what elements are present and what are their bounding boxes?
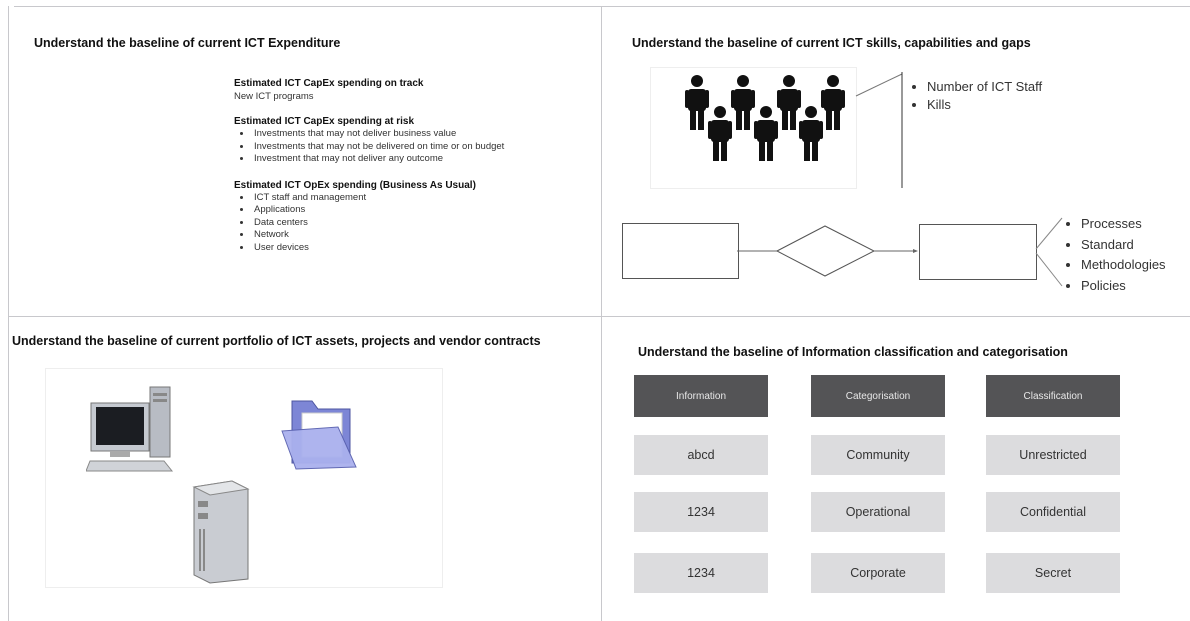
list-item: Methodologies	[1081, 255, 1190, 276]
capex-on-track-section: Estimated ICT CapEx spending on track Ne…	[234, 78, 594, 102]
opex-section: Estimated ICT OpEx spending (Business As…	[234, 180, 594, 255]
people-group-icon	[650, 67, 857, 189]
vertical-divider	[601, 6, 602, 621]
section-text: New ICT programs	[234, 91, 314, 102]
desktop-computer-icon	[86, 386, 174, 472]
list-item: Applications	[252, 204, 594, 217]
list-item: Number of ICT Staff	[927, 78, 1107, 96]
list-item: Data centers	[252, 217, 594, 230]
list-item: Processes	[1081, 214, 1190, 235]
expenditure-list: Estimated ICT CapEx spending on track Ne…	[234, 78, 594, 254]
flow-bullets: Processes Standard Methodologies Policie…	[1063, 214, 1190, 296]
list-item: Standard	[1081, 235, 1190, 256]
flow-diagram-lines	[737, 217, 1063, 287]
flow-start-box	[622, 223, 739, 279]
list-item: Network	[252, 229, 594, 242]
list-item: Investment that may not deliver any outc…	[252, 153, 594, 166]
table-header-information: Information	[634, 375, 768, 417]
list-item: Investments that may not deliver busines…	[252, 128, 594, 141]
assets-picture	[45, 368, 443, 588]
section-heading: Estimated ICT OpEx spending (Business As…	[234, 179, 476, 191]
top-border	[14, 6, 1190, 7]
server-tower-icon	[192, 480, 250, 584]
list-item: User devices	[252, 242, 594, 255]
table-header-categorisation: Categorisation	[811, 375, 945, 417]
table-cell: Secret	[986, 553, 1120, 593]
list-item: Policies	[1081, 276, 1190, 297]
table-cell: Unrestricted	[986, 435, 1120, 475]
table-cell: Community	[811, 435, 945, 475]
table-cell: abcd	[634, 435, 768, 475]
table-cell: 1234	[634, 553, 768, 593]
q2-title: Understand the baseline of current ICT s…	[632, 36, 1031, 50]
table-header-classification: Classification	[986, 375, 1120, 417]
flow-end-box	[919, 224, 1037, 280]
decision-diamond	[775, 225, 876, 277]
staff-callout-connector	[855, 72, 903, 188]
open-folder-icon	[281, 400, 357, 470]
table-cell: Operational	[811, 492, 945, 532]
q3-title: Understand the baseline of current portf…	[12, 334, 541, 348]
horizontal-divider	[8, 316, 1190, 317]
staff-bullets: Number of ICT Staff Kills	[909, 78, 1107, 114]
table-cell: 1234	[634, 492, 768, 532]
capex-at-risk-section: Estimated ICT CapEx spending at risk Inv…	[234, 116, 594, 166]
section-heading: Estimated ICT CapEx spending at risk	[234, 116, 415, 127]
q4-title: Understand the baseline of Information c…	[638, 345, 1068, 359]
table-cell: Confidential	[986, 492, 1120, 532]
q1-title: Understand the baseline of current ICT E…	[34, 36, 341, 50]
table-cell: Corporate	[811, 553, 945, 593]
section-heading: Estimated ICT CapEx spending on track	[234, 78, 424, 89]
list-item: Investments that may not be delivered on…	[252, 141, 594, 154]
list-item: ICT staff and management	[252, 192, 594, 205]
list-item: Kills	[927, 96, 1107, 114]
left-border	[8, 6, 9, 621]
